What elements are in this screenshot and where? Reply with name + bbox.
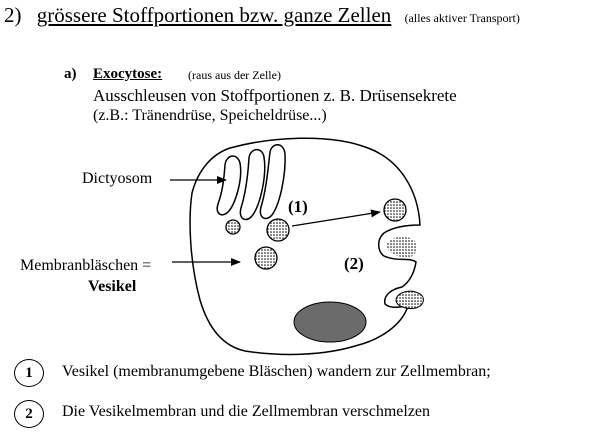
dictyosom-cisterna-1 [216,155,242,216]
transport-arrow [291,209,381,227]
dictyosom-cisterna-3 [259,144,286,220]
label-dictyosom: Dictyosom [82,170,153,187]
step-2-text: Die Vesikelmembran und die Zellmembran v… [62,403,431,420]
cell-membrane [189,137,421,356]
vesicle-labelled [254,246,278,270]
section-heading: 2) grössere Stoffportionen bzw. ganze Ze… [4,3,520,28]
heading-title: grössere Stoffportionen bzw. ganze Zelle… [36,3,392,27]
subsection-note: (raus aus der Zelle) [188,68,281,82]
label-vesikel: Vesikel [88,278,137,295]
vesicle-migrating [266,218,290,242]
step-2-badge: 2 [14,400,44,428]
marker-step-2: (2) [344,254,364,273]
step-1-badge: 1 [14,359,44,387]
description-line-1: Ausschleusen von Stoffportionen z. B. Dr… [93,86,457,105]
marker-step-1: (1) [288,197,308,216]
step-1-text: Vesikel (membranumgebene Bläschen) wande… [62,363,491,380]
subsection-title: Exocytose: [93,66,163,82]
label-membranblaeschen: Membranbläschen = [20,257,152,274]
fusing-vesicle-lower [395,290,424,309]
heading-number: 2) [4,3,22,27]
heading-subtitle: (alles aktiver Transport) [404,11,520,25]
small-vesicle [225,219,241,235]
nucleus [293,301,367,343]
fusing-vesicle-upper [386,236,417,258]
dictyosom-cisterna-2 [239,148,266,221]
description-line-2: (z.B.: Tränendrüse, Speicheldrüse...) [93,107,327,124]
vesicle-at-membrane [383,198,407,222]
subsection-letter: a) [64,66,77,82]
